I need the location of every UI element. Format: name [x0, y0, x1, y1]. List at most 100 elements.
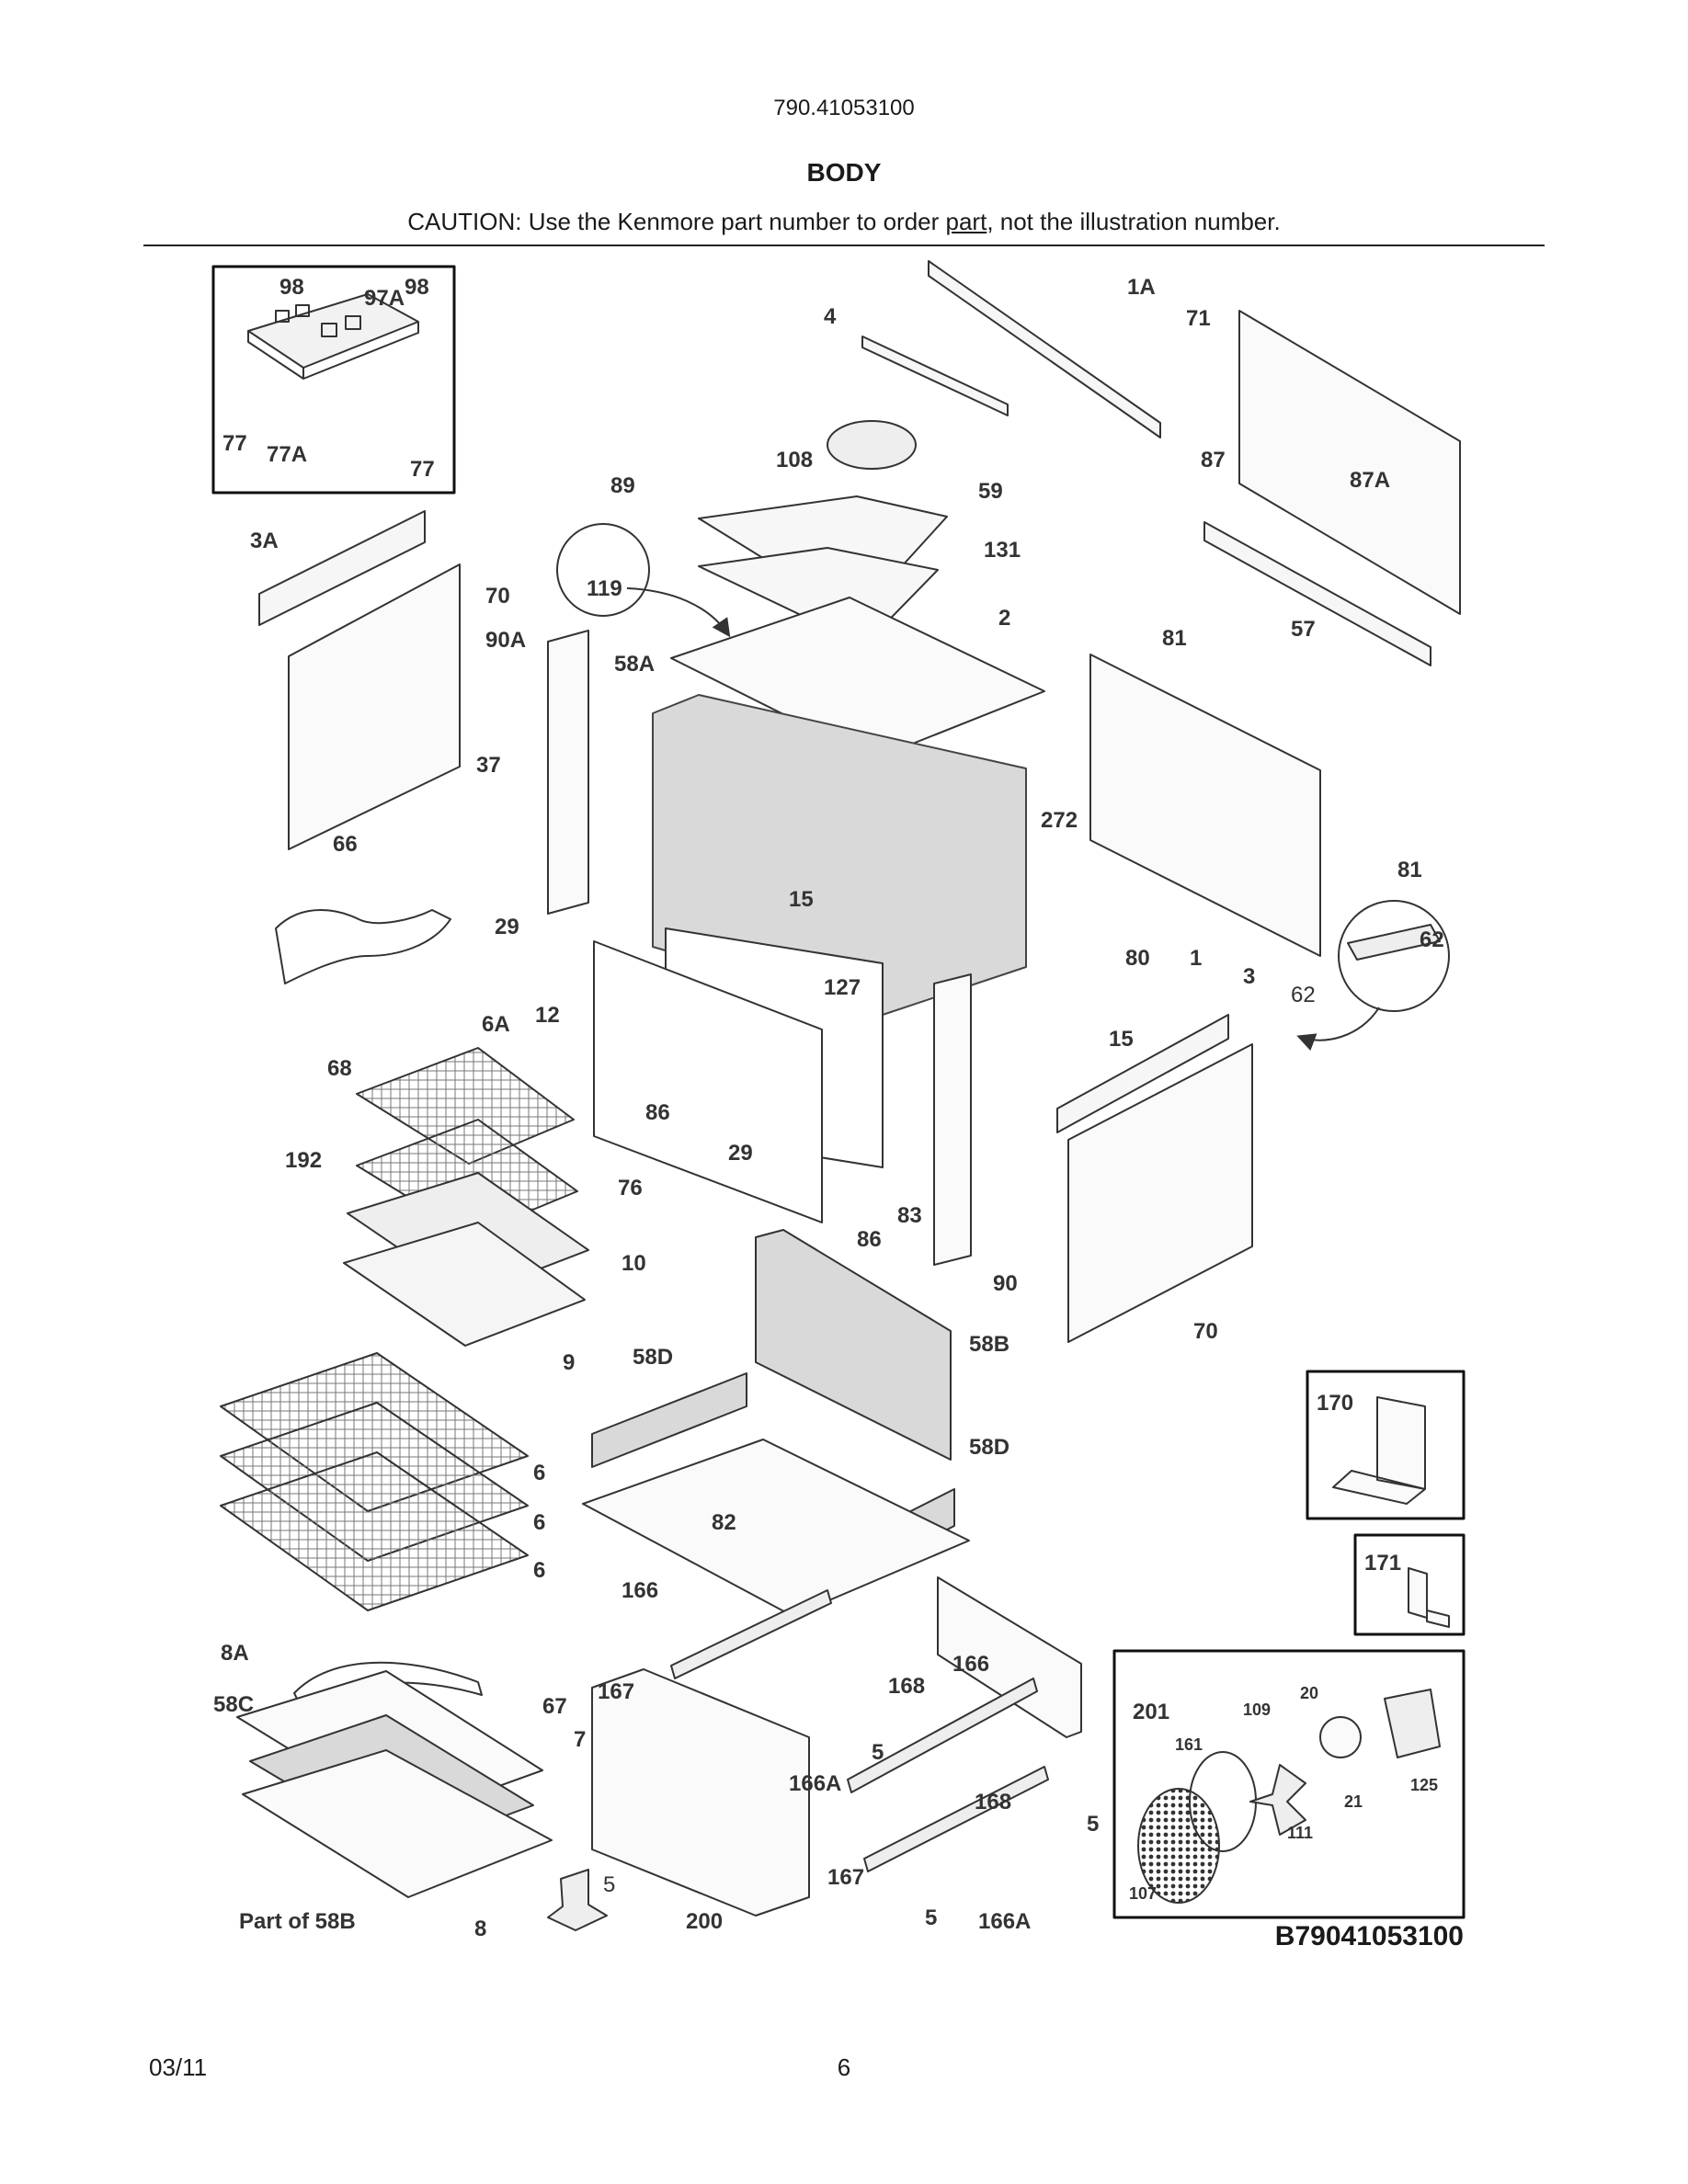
left-top-rail-shape	[258, 510, 426, 626]
callout-77a: 77	[222, 431, 247, 456]
callout-15a: 15	[789, 887, 814, 912]
callout-201: 201	[1133, 1700, 1169, 1724]
callout-131: 131	[984, 538, 1021, 563]
callout-125: 125	[1410, 1776, 1438, 1794]
broil-pan-9-shape	[343, 1222, 586, 1347]
callout-62a: 62	[1420, 927, 1444, 952]
leveling-leg-shape	[547, 1869, 608, 1931]
fan-baffle-shape	[1137, 1788, 1220, 1904]
insulation-wrap-58A-shape	[652, 694, 1027, 1016]
callout-167b: 167	[827, 1865, 864, 1890]
caution-suffix: , not the illustration number.	[987, 208, 1281, 235]
callout-3A: 3A	[250, 529, 279, 553]
oven-rack-3-shape	[220, 1451, 529, 1611]
inset-convection-box	[1112, 1649, 1466, 1919]
callout-70a: 70	[485, 584, 510, 609]
caution-prefix: CAUTION: Use the Kenmore part number to …	[407, 208, 946, 235]
callout-68: 68	[327, 1056, 352, 1081]
callout-15b: 15	[1109, 1027, 1134, 1052]
callout-67: 67	[542, 1694, 567, 1719]
terminal-block-62-shape	[1347, 924, 1441, 961]
callout-57: 57	[1291, 617, 1316, 642]
footer-page-number: 6	[837, 2053, 851, 2081]
callout-5c: 5	[603, 1872, 615, 1897]
callout-5d: 5	[925, 1905, 937, 1930]
caution-link: part	[945, 208, 987, 235]
callout-81a: 81	[1162, 626, 1187, 651]
left-side-panel-shape	[288, 563, 461, 850]
callout-59: 59	[978, 479, 1003, 504]
callout-58Db: 58D	[969, 1435, 1009, 1460]
control-board-shape	[247, 293, 419, 380]
rear-right-panel-shape	[1238, 310, 1461, 615]
callout-8: 8	[474, 1917, 486, 1941]
callout-89: 89	[610, 473, 635, 498]
callout-5b: 5	[1087, 1812, 1099, 1837]
door-frame-shape	[593, 940, 823, 1223]
bottom-pan-8-shape	[242, 1749, 553, 1898]
inset-119-circle	[556, 523, 650, 617]
callout-86b: 86	[857, 1227, 882, 1252]
callout-8A: 8A	[221, 1641, 249, 1666]
rail-166A-shape	[863, 1766, 1049, 1872]
inset-control-board-box	[211, 265, 456, 495]
callout-58C: 58C	[213, 1692, 254, 1717]
inset-170-box	[1306, 1370, 1466, 1520]
callout-170: 170	[1317, 1391, 1353, 1416]
insulation-58D-left-shape	[591, 1372, 747, 1468]
callout-80: 80	[1125, 946, 1150, 971]
callout-20: 20	[1300, 1684, 1318, 1702]
callout-77A: 77A	[267, 442, 307, 467]
callout-82: 82	[712, 1510, 736, 1535]
zoom-arrow-119	[626, 587, 731, 638]
top-strip-shape	[861, 336, 1009, 416]
callout-87: 87	[1201, 448, 1226, 472]
zoom-arrow-62	[1296, 1007, 1380, 1052]
callout-21: 21	[1344, 1792, 1363, 1811]
callout-107: 107	[1129, 1884, 1157, 1903]
top-rear-rail-shape	[928, 260, 1161, 438]
callout-3: 3	[1243, 964, 1255, 989]
header-rule	[143, 245, 1545, 246]
callout-87A: 87A	[1350, 468, 1390, 493]
callout-167a: 167	[598, 1679, 634, 1704]
fan-motor-shape	[1384, 1689, 1441, 1758]
callout-168b: 168	[975, 1790, 1011, 1814]
callout-272: 272	[1041, 808, 1078, 833]
callout-70b: 70	[1193, 1319, 1218, 1344]
caution-note: CAUTION: Use the Kenmore part number to …	[0, 208, 1688, 236]
callout-83: 83	[897, 1203, 922, 1228]
callout-29a: 29	[495, 915, 519, 939]
right-rail-201-shape	[937, 1576, 1082, 1738]
callout-108: 108	[776, 448, 813, 472]
callout-90: 90	[993, 1271, 1018, 1296]
callout-97A: 97A	[364, 286, 405, 311]
callout-166A: 166A	[789, 1771, 841, 1796]
footer-date: 03/11	[149, 2053, 208, 2081]
callout-6c: 6	[533, 1558, 545, 1583]
callout-76: 76	[618, 1176, 643, 1200]
callout-192: 192	[285, 1148, 322, 1173]
callout-4: 4	[824, 304, 837, 329]
callout-86a: 86	[645, 1100, 670, 1125]
lower-frame-82-shape	[582, 1439, 970, 1617]
callout-166b: 166	[952, 1652, 989, 1677]
insulation-58B-shape	[755, 1229, 952, 1461]
callout-1A: 1A	[1127, 275, 1156, 300]
callout-62b: 62	[1291, 983, 1316, 1007]
callout-98a: 98	[279, 275, 304, 300]
rear-lower-rail-shape	[1203, 521, 1431, 666]
side-strip-90-shape	[933, 973, 972, 1266]
rear-panel-shape	[1089, 654, 1321, 957]
callout-77b: 77	[410, 457, 435, 482]
callout-58B: 58B	[969, 1332, 1009, 1357]
lower-frame-200-shape	[591, 1668, 810, 1917]
convection-fan-top-shape	[827, 420, 917, 470]
bracket-170-shape	[1332, 1396, 1426, 1505]
callout-58A: 58A	[614, 652, 655, 677]
section-title: BODY	[806, 158, 882, 187]
bracket-171-shape	[1408, 1567, 1450, 1628]
diagram-id-code: B79041053100	[1275, 1921, 1464, 1951]
